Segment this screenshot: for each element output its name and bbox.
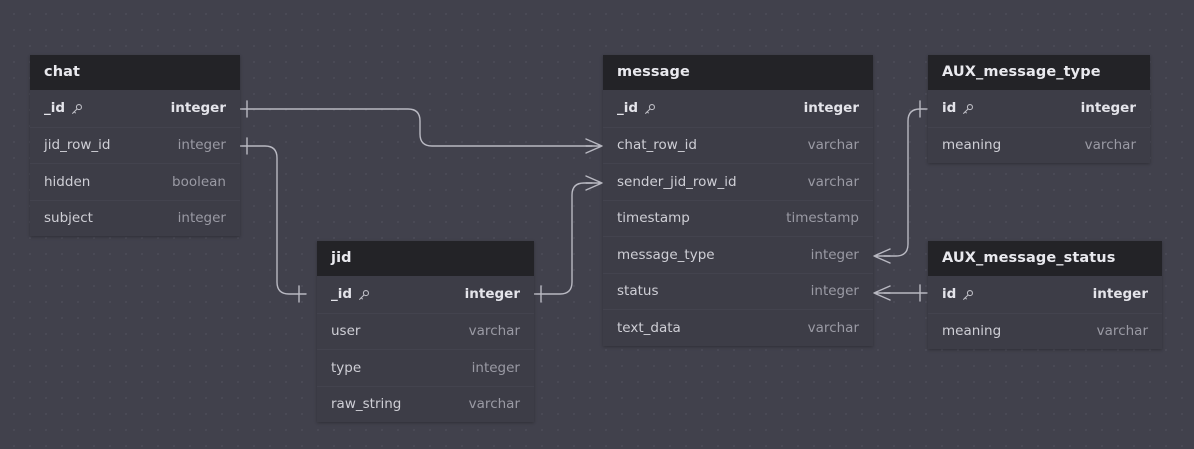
column-row[interactable]: text_data varchar — [603, 309, 873, 346]
column-row[interactable]: sender_jid_row_id varchar — [603, 163, 873, 200]
column-row[interactable]: chat_row_id varchar — [603, 126, 873, 164]
column-type: boolean — [172, 173, 226, 190]
column-row[interactable]: id integer — [928, 90, 1150, 127]
column-row[interactable]: subject integer — [30, 199, 240, 237]
column-type: integer — [803, 100, 859, 117]
column-name: meaning — [942, 323, 1001, 339]
column-row[interactable]: meaning varchar — [928, 312, 1162, 350]
column-type: varchar — [807, 173, 859, 190]
column-type: varchar — [1096, 323, 1148, 340]
column-name: id — [942, 100, 974, 116]
column-name-label: timestamp — [617, 210, 690, 227]
column-name: _id — [44, 100, 83, 116]
column-row[interactable]: message_type integer — [603, 236, 873, 273]
column-row[interactable]: _id integer — [603, 90, 873, 127]
column-type: varchar — [807, 137, 859, 154]
column-name-label: subject — [44, 210, 93, 227]
column-row[interactable]: jid_row_id integer — [30, 126, 240, 164]
column-row[interactable]: hidden boolean — [30, 163, 240, 200]
column-row[interactable]: raw_string varchar — [317, 385, 534, 423]
column-type: integer — [471, 359, 520, 376]
column-name: user — [331, 323, 360, 339]
key-icon — [70, 103, 83, 116]
table-columns-aux_message_type: id integer meaning varchar — [928, 90, 1150, 163]
column-type: varchar — [468, 323, 520, 340]
column-row[interactable]: type integer — [317, 349, 534, 386]
column-name-label: id — [942, 100, 957, 117]
column-type: varchar — [468, 396, 520, 413]
table-columns-aux_message_status: id integer meaning varchar — [928, 276, 1162, 349]
column-name: id — [942, 286, 974, 302]
column-name: timestamp — [617, 210, 690, 226]
column-name: chat_row_id — [617, 137, 697, 153]
column-type: varchar — [807, 319, 859, 336]
column-row[interactable]: _id integer — [317, 276, 534, 313]
column-name: text_data — [617, 320, 681, 336]
column-type: integer — [177, 137, 226, 154]
column-name: jid_row_id — [44, 137, 110, 153]
column-name-label: meaning — [942, 137, 1002, 154]
key-icon — [357, 289, 370, 302]
column-type: integer — [1080, 100, 1136, 117]
table-title-aux_message_status[interactable]: AUX_message_status — [928, 241, 1162, 276]
key-icon — [961, 103, 974, 116]
column-name: sender_jid_row_id — [617, 174, 737, 190]
column-name-label: raw_string — [331, 396, 402, 413]
column-type: timestamp — [786, 210, 859, 227]
column-name: raw_string — [331, 396, 401, 412]
column-name: meaning — [942, 137, 1001, 153]
column-name: message_type — [617, 247, 715, 263]
column-name: _id — [617, 100, 656, 116]
column-name-label: type — [331, 359, 362, 376]
column-type: integer — [464, 286, 520, 303]
column-name-label: chat_row_id — [617, 137, 697, 154]
column-type: integer — [177, 210, 226, 227]
column-type: integer — [810, 283, 859, 300]
column-name-label: message_type — [617, 246, 715, 263]
table-title-message[interactable]: message — [603, 55, 873, 90]
column-name: _id — [331, 286, 370, 302]
column-name-label: sender_jid_row_id — [617, 173, 737, 190]
column-row[interactable]: meaning varchar — [928, 126, 1150, 164]
column-name: subject — [44, 210, 93, 226]
column-row[interactable]: status integer — [603, 272, 873, 310]
column-name: status — [617, 283, 658, 299]
column-name-label: user — [331, 323, 361, 340]
column-name: hidden — [44, 174, 90, 190]
column-type: integer — [1092, 286, 1148, 303]
key-icon — [643, 103, 656, 116]
table-title-chat[interactable]: chat — [30, 55, 240, 90]
column-row[interactable]: _id integer — [30, 90, 240, 127]
column-type: integer — [810, 246, 859, 263]
column-name-label: meaning — [942, 323, 1002, 340]
column-row[interactable]: id integer — [928, 276, 1162, 313]
column-type: varchar — [1084, 137, 1136, 154]
table-title-jid[interactable]: jid — [317, 241, 534, 276]
column-name-label: id — [942, 286, 957, 303]
table-title-aux_message_type[interactable]: AUX_message_type — [928, 55, 1150, 90]
column-row[interactable]: user varchar — [317, 312, 534, 350]
column-name-label: status — [617, 283, 659, 300]
column-row[interactable]: timestamp timestamp — [603, 199, 873, 237]
column-name-label: jid_row_id — [44, 137, 111, 154]
column-name-label: text_data — [617, 319, 681, 336]
column-name-label: _id — [617, 100, 639, 117]
column-name-label: _id — [331, 286, 353, 303]
column-type: integer — [170, 100, 226, 117]
column-name: type — [331, 360, 361, 376]
key-icon — [961, 289, 974, 302]
column-name-label: _id — [44, 100, 66, 117]
column-name-label: hidden — [44, 173, 91, 190]
